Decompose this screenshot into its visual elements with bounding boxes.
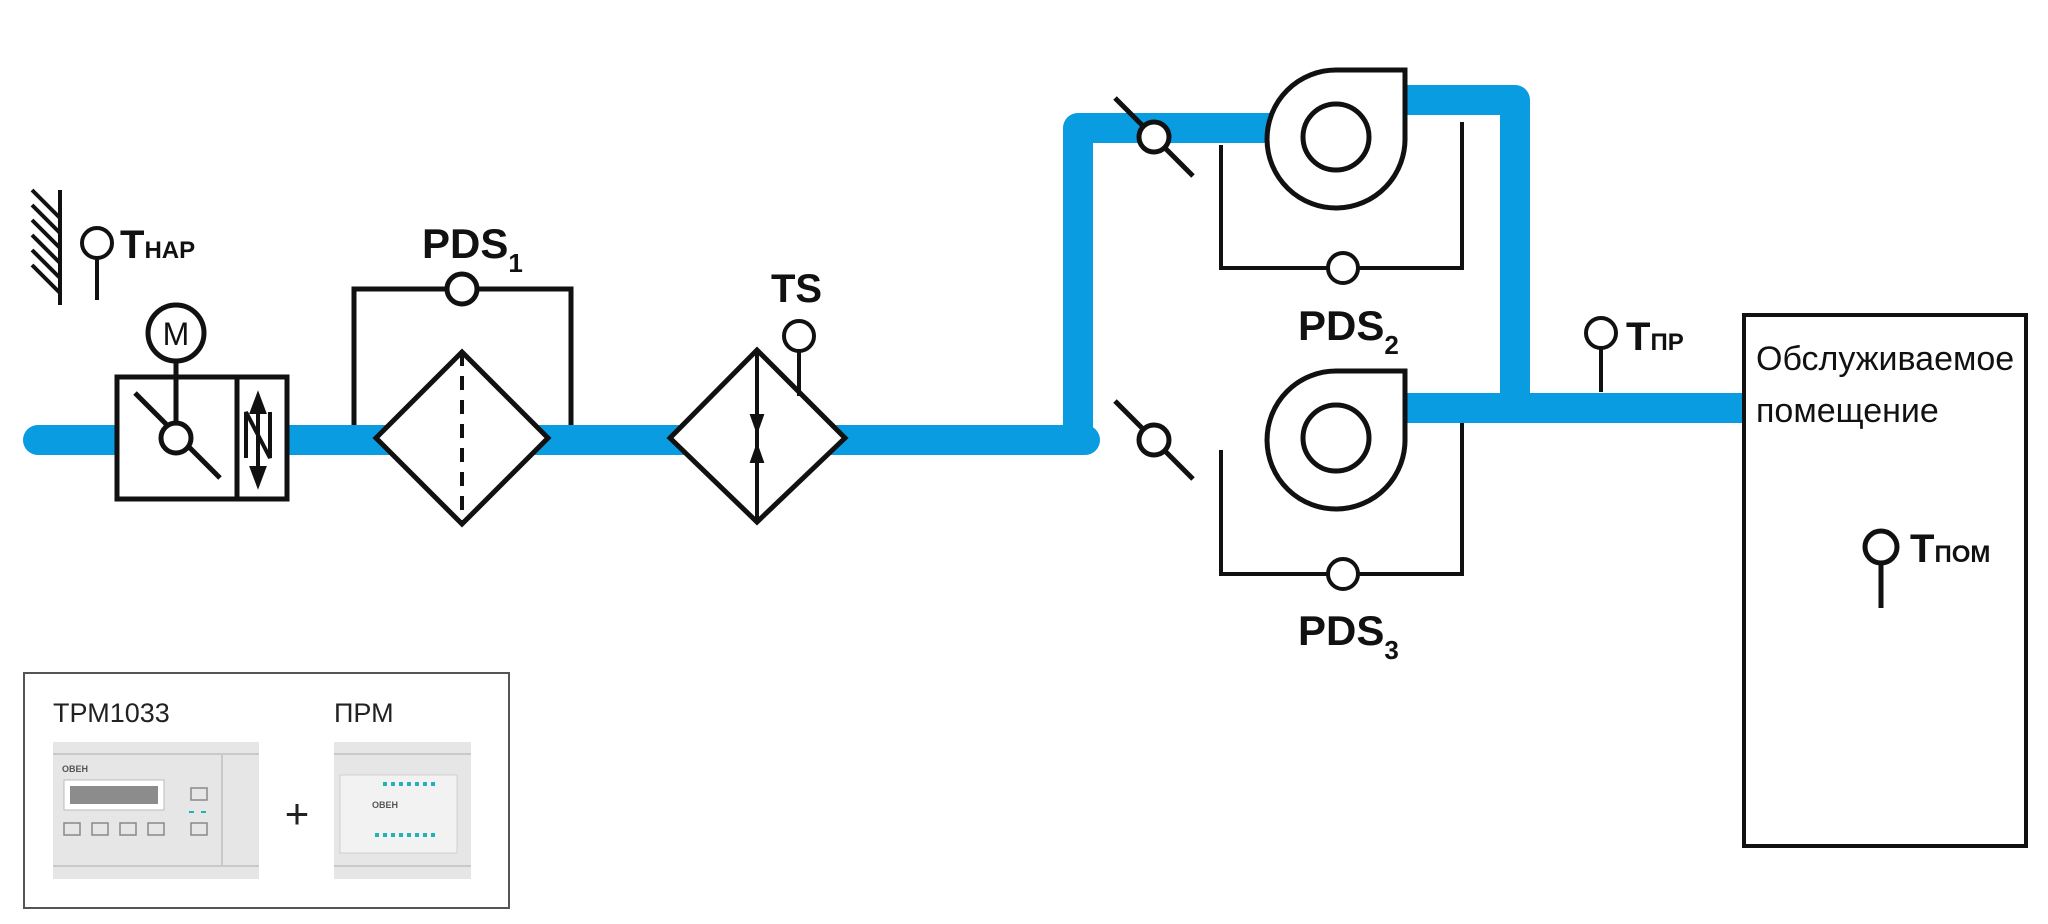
ts-temp-sensor	[782, 319, 816, 396]
motorized-air-damper	[114, 358, 290, 502]
t-pom-label: TПОМ	[1910, 527, 1990, 571]
pds1-label: PDS1	[422, 220, 523, 278]
fan2-pressure-switch	[1219, 423, 1464, 591]
pressure-switch-icon	[1326, 251, 1360, 285]
controller-brand-logo: ОВЕН	[62, 764, 88, 774]
duct-network	[23, 85, 1745, 455]
fan-impeller-icon	[1300, 101, 1372, 173]
room-label-line1: Обслуживаемое	[1756, 340, 2014, 378]
outdoor-wall-hatch	[30, 188, 62, 305]
module-led-row-bottom	[375, 833, 435, 837]
controller-name: ТРМ1033	[53, 698, 170, 728]
freeze-protection-icon	[244, 390, 272, 490]
damper-pivot-icon	[1136, 119, 1172, 155]
sensor-bulb-icon	[80, 226, 114, 260]
ts-label: TS	[771, 267, 822, 311]
sensor-bulb-icon	[782, 319, 816, 353]
supply-fan-2	[1264, 368, 1408, 512]
module-led-row-top	[383, 782, 435, 786]
lower-damper	[1113, 399, 1195, 481]
damper-pivot-icon	[1136, 422, 1172, 458]
t-pr-label: TПР	[1626, 315, 1684, 359]
pds2-label: PDS2	[1298, 302, 1399, 360]
motor-label: M	[163, 316, 190, 352]
damper-pivot-icon	[158, 420, 194, 456]
fan-impeller-icon	[1300, 402, 1372, 474]
room-label-line2: помещение	[1756, 392, 1939, 430]
room-temp-sensor	[1862, 528, 1900, 608]
pressure-switch-icon	[1326, 557, 1360, 591]
motor-actuator: M	[145, 302, 207, 364]
fan-upper-outlet-duct	[1405, 85, 1530, 400]
pds3-label: PDS3	[1298, 607, 1399, 665]
sensor-bulb-icon	[1862, 528, 1900, 566]
supply-fan-1	[1264, 67, 1408, 211]
module-brand-logo: ОВЕН	[372, 800, 398, 810]
controller-device-image: ОВЕН	[53, 742, 259, 879]
module-name: ПРМ	[334, 698, 394, 728]
upper-damper	[1113, 96, 1195, 178]
bypass-upper-duct	[1063, 113, 1270, 440]
filter-pressure-switch	[351, 271, 574, 425]
t-nar-label: TНАР	[120, 223, 195, 267]
motor-icon	[145, 302, 207, 364]
fan1-pressure-switch	[1219, 122, 1464, 285]
module-device-image: ОВЕН	[334, 742, 471, 879]
plus-sign: +	[285, 790, 310, 837]
supply-temp-sensor	[1584, 316, 1618, 392]
heat-exchanger	[666, 346, 849, 526]
served-room-box	[1742, 313, 2028, 848]
outdoor-temp-sensor	[80, 226, 114, 300]
air-filter	[372, 348, 552, 528]
sensor-bulb-icon	[1584, 316, 1618, 350]
pressure-switch-icon	[444, 271, 480, 307]
